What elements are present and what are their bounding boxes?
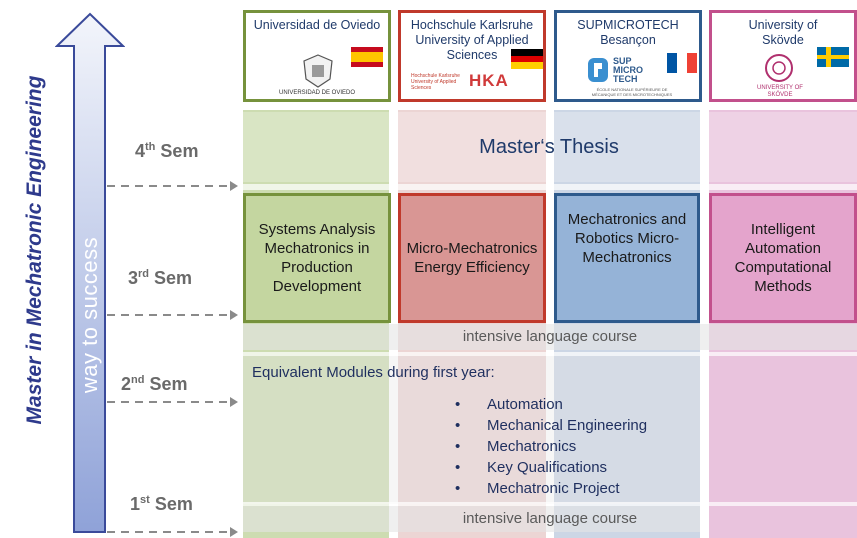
university-name: Universidad de Oviedo [253, 18, 381, 32]
oviedo-crest-icon [303, 54, 333, 88]
sweden-flag-icon [817, 47, 849, 67]
language-course-bottom: intensive language course [462, 510, 638, 527]
skovde-crest-icon [765, 54, 793, 82]
semester-label-4: 4th Sem [135, 141, 199, 161]
language-band-bottom [243, 506, 700, 532]
list-item: •Mechatronic Project [455, 480, 620, 497]
france-flag-icon [667, 53, 697, 73]
oviedo-logo-text: UNIVERSIDAD DE OVIEDO [278, 90, 355, 96]
arrowhead-icon [230, 527, 238, 537]
spain-flag-icon [351, 47, 383, 67]
university-name: SUPMICROTECH Besançon [577, 18, 679, 47]
supmicrotech-logo-icon [588, 58, 608, 82]
university-header-karlsruhe: Hochschule Karlsruhe University of Appli… [398, 10, 546, 102]
semester-label-1: 1st Sem [130, 494, 193, 514]
module-oviedo: Systems Analysis Mechatronics in Product… [243, 193, 391, 323]
separator [243, 502, 857, 506]
arrow-label: way to success [77, 236, 102, 394]
arrowhead-icon [230, 181, 238, 191]
semester-label-2: 2nd Sem [121, 374, 188, 394]
university-header-besancon: SUPMICROTECH Besançon SUP MICRO TECH ÉCO… [554, 10, 702, 102]
first-year-list: •Automation •Mechanical Engineering •Mec… [455, 394, 647, 499]
university-name: University of Skövde [748, 18, 818, 47]
germany-flag-icon [511, 49, 543, 69]
semester-label-3: 3rd Sem [128, 268, 193, 288]
karlsruhe-logo-small: Hochschule Karlsruhe University of Appli… [411, 73, 460, 91]
university-name: Hochschule Karlsruhe University of Appli… [410, 18, 534, 62]
module-skovde: Intelligent Automation Computational Met… [709, 193, 857, 323]
semester-dashed-arrows [107, 181, 238, 537]
main-title: Master in Mechatronic Engineering [23, 75, 46, 425]
module-karlsruhe: Micro-Mechatronics Energy Efficiency [398, 193, 546, 323]
up-arrow-icon [55, 12, 125, 533]
separator [243, 184, 857, 190]
supmicrotech-logo-small: ÉCOLE NATIONALE SUPÉRIEURE DE MÉCANIQUE … [591, 87, 673, 97]
vertical-title: Master in Mechatronic Engineering [20, 60, 50, 440]
thesis-band [243, 112, 857, 182]
supmicrotech-logo-text: SUP MICRO TECH [613, 56, 643, 84]
language-course-top: intensive language course [462, 328, 638, 345]
skovde-logo-text: UNIVERSITY OF SKÖVDE [757, 85, 803, 98]
university-header-oviedo: Universidad de Oviedo UNIVERSIDAD DE OVI… [243, 10, 391, 102]
first-year-heading: Equivalent Modules during first year: [252, 364, 495, 381]
list-item: •Automation [455, 396, 563, 413]
university-header-skovde: University of Skövde UNIVERSITY OF SKÖVD… [709, 10, 857, 102]
first-year-band [243, 356, 700, 504]
list-item: •Key Qualifications [455, 459, 608, 476]
list-item: •Mechanical Engineering [455, 417, 648, 434]
list-item: •Mechatronics [455, 438, 577, 455]
arrowhead-icon [230, 397, 238, 407]
arrowhead-icon [230, 310, 238, 320]
masters-thesis: Master‘s Thesis [479, 136, 619, 158]
separator [243, 352, 857, 356]
hka-logo: HKA [469, 71, 509, 90]
module-besancon: Mechatronics and Robotics Micro-Mechatro… [554, 193, 700, 323]
language-band-top [243, 324, 857, 350]
